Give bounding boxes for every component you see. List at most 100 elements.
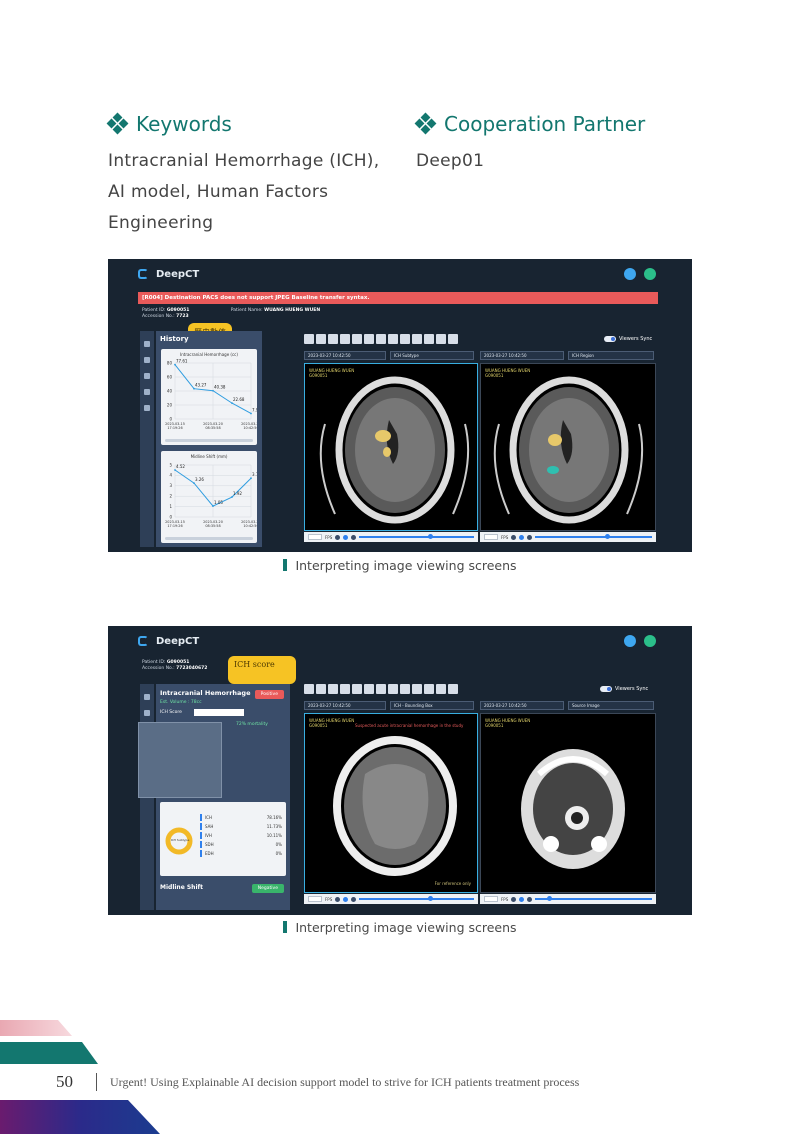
caption-bar-icon (283, 559, 288, 571)
app-name: DeepCT (156, 268, 200, 280)
play-icon[interactable] (343, 534, 349, 540)
tool-icon[interactable] (340, 684, 350, 694)
sidebar-icon[interactable] (144, 694, 150, 700)
tool-icon[interactable] (448, 334, 458, 344)
frame-slider[interactable] (535, 896, 652, 901)
est-volume: Est. Volume : 78cc (160, 700, 202, 705)
frame-slider[interactable] (535, 534, 652, 539)
tool-icon[interactable] (400, 334, 410, 344)
ich-card-slider[interactable] (165, 439, 253, 442)
y-tick-label: 40 (167, 388, 173, 393)
frame-slider[interactable] (359, 534, 474, 539)
tool-icon[interactable] (340, 334, 350, 344)
tool-icon[interactable] (304, 334, 314, 344)
viewer1-mode-select[interactable]: ICH - Bounding Box (390, 701, 474, 710)
play-icon[interactable] (343, 896, 349, 902)
fps-input[interactable] (484, 896, 498, 902)
fps-input[interactable] (308, 896, 322, 902)
sidebar (140, 331, 154, 547)
data-point (193, 387, 195, 390)
toggle-switch[interactable] (600, 686, 612, 692)
network-icon[interactable] (644, 635, 656, 647)
tool-icon[interactable] (316, 684, 326, 694)
page-number: 50 (56, 1072, 73, 1091)
tool-icon[interactable] (436, 334, 446, 344)
tool-icon[interactable] (412, 684, 422, 694)
play-icon[interactable] (519, 896, 525, 902)
prev-icon[interactable] (335, 534, 341, 540)
deepct-logo-icon (138, 269, 148, 279)
tool-icon[interactable] (328, 684, 338, 694)
network-icon[interactable] (644, 268, 656, 280)
frame-slider[interactable] (359, 896, 474, 901)
tool-icon[interactable] (316, 334, 326, 344)
fps-input[interactable] (308, 534, 322, 540)
y-tick-label: 4 (169, 473, 172, 478)
viewer2-mode-select[interactable]: Source Image (568, 701, 654, 710)
sidebar-icon[interactable] (144, 405, 150, 411)
next-icon[interactable] (527, 534, 533, 540)
data-label: 22.68 (233, 397, 245, 402)
viewer1-series-select[interactable]: 2023-03-27 10:42:50 (304, 351, 386, 360)
viewer1-mode-select[interactable]: ICH Subtype (390, 351, 474, 360)
tool-icon[interactable] (388, 334, 398, 344)
tool-icon[interactable] (352, 684, 362, 694)
next-icon[interactable] (351, 534, 357, 540)
viewer2-series-select[interactable]: 2023-03-27 10:42:50 (480, 351, 564, 360)
ich-score-callout: ICH score (228, 656, 296, 684)
tool-icon[interactable] (448, 684, 458, 694)
tool-icon[interactable] (400, 684, 410, 694)
next-icon[interactable] (351, 896, 357, 902)
tool-icon[interactable] (328, 334, 338, 344)
sidebar-icon[interactable] (144, 357, 150, 363)
tool-icon[interactable] (352, 334, 362, 344)
viewers-sync-toggle[interactable]: Viewers Sync (604, 336, 652, 342)
tool-icon[interactable] (364, 334, 374, 344)
user-icon[interactable] (624, 268, 636, 280)
caption-bar-icon (283, 921, 288, 933)
fps-input[interactable] (484, 534, 498, 540)
tool-icon[interactable] (436, 684, 446, 694)
tool-icon[interactable] (364, 684, 374, 694)
tool-icon[interactable] (424, 684, 434, 694)
viewer2-series-select[interactable]: 2023-03-27 10:42:50 (480, 701, 564, 710)
prev-icon[interactable] (511, 896, 517, 902)
tool-icon[interactable] (376, 684, 386, 694)
tool-icon[interactable] (376, 334, 386, 344)
user-icon[interactable] (624, 635, 636, 647)
prev-icon[interactable] (511, 534, 517, 540)
sidebar-icon[interactable] (144, 341, 150, 347)
sidebar-icon[interactable] (144, 710, 150, 716)
keywords-heading: Keywords (106, 112, 398, 136)
tool-icon[interactable] (304, 684, 314, 694)
tool-icon[interactable] (388, 684, 398, 694)
y-tick-label: 2 (169, 494, 172, 499)
toggle-switch[interactable] (604, 336, 616, 342)
play-icon[interactable] (519, 534, 525, 540)
next-icon[interactable] (527, 896, 533, 902)
viewers-sync-toggle[interactable]: Viewers Sync (600, 686, 648, 692)
tool-icon[interactable] (412, 334, 422, 344)
data-label: 77.61 (176, 359, 188, 364)
viewer2-mode-select[interactable]: ICH Region (568, 351, 654, 360)
partner-heading: Cooperation Partner (414, 112, 645, 136)
ich-score-field[interactable] (194, 709, 244, 716)
mortality-text: 72% mortality (236, 722, 268, 727)
tool-icon[interactable] (424, 334, 434, 344)
diamonds-icon (106, 112, 129, 135)
viewer1-series-select[interactable]: 2023-03-27 10:42:50 (304, 701, 386, 710)
footer-title: Urgent! Using Explainable AI decision su… (110, 1075, 580, 1089)
midline-card-slider[interactable] (165, 537, 253, 540)
sidebar-icon[interactable] (144, 373, 150, 379)
sidebar-icon[interactable] (144, 389, 150, 395)
y-tick-label: 0 (169, 416, 172, 421)
y-tick-label: 5 (169, 462, 172, 467)
data-label: 40.38 (214, 385, 226, 390)
patient-info: Patient ID: G090051 Patient Name: WUANG … (142, 308, 321, 319)
prev-icon[interactable] (335, 896, 341, 902)
